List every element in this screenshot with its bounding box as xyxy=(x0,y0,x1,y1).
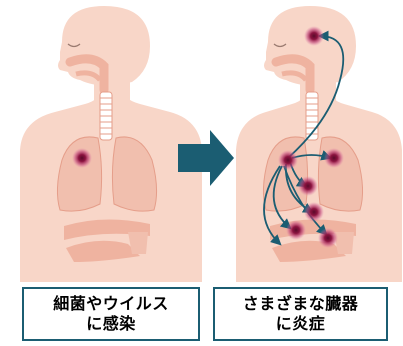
infection-spot-icon xyxy=(72,148,92,168)
caption-right-line2: に炎症 xyxy=(276,314,326,334)
infection-spot-icon xyxy=(298,176,318,196)
infection-spot-icon xyxy=(324,148,344,168)
body-figure-right xyxy=(236,6,402,282)
infection-spot-icon xyxy=(278,150,298,170)
caption-right-line1: さまざまな臓器 xyxy=(243,294,359,314)
caption-inflammation: さまざまな臓器 に炎症 xyxy=(213,287,388,341)
caption-left-line1: 細菌やウイルス xyxy=(53,294,169,314)
infection-spot-icon xyxy=(318,228,338,248)
caption-infection: 細菌やウイルス に感染 xyxy=(22,287,200,341)
infection-spot-icon xyxy=(304,26,324,46)
body-figure-left xyxy=(20,6,202,282)
infection-spot-icon xyxy=(286,220,306,240)
caption-left-line2: に感染 xyxy=(86,314,136,334)
infection-spot-icon xyxy=(304,202,324,222)
